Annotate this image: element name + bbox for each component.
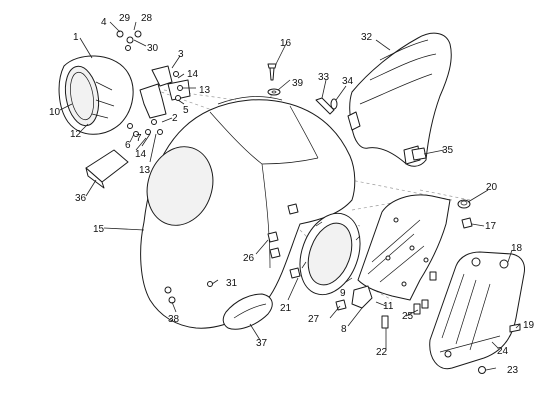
callout-7: 7: [136, 133, 142, 144]
callout-22: 22: [376, 347, 388, 358]
callout-20: 20: [486, 182, 498, 193]
callout-18: 18: [511, 243, 523, 254]
callout-14a: 14: [187, 69, 199, 80]
callout-9: 9: [340, 288, 346, 299]
callout-3: 3: [178, 49, 184, 60]
lower-bracket-cover: [85, 149, 129, 189]
headlight-bowl: [58, 55, 134, 135]
leader-lines: [59, 21, 521, 371]
callout-labels: 1 2 3 4 5 6 7 8 9 10 11 12 13 13 14 14 1…: [49, 13, 535, 376]
reflector-37: [222, 293, 273, 330]
headlight-brackets: [127, 65, 191, 137]
callout-38: 38: [168, 314, 180, 325]
callout-29: 29: [119, 13, 131, 24]
grommet-20: [457, 199, 471, 209]
callout-13b: 13: [139, 165, 151, 176]
callout-16: 16: [280, 38, 292, 49]
callout-12: 12: [70, 129, 82, 140]
callout-31: 31: [226, 278, 238, 289]
callout-23: 23: [507, 365, 519, 376]
callout-36: 36: [75, 193, 87, 204]
callout-25: 25: [402, 311, 414, 322]
callout-19: 19: [523, 320, 535, 331]
electrical-box: [429, 251, 525, 370]
washer-39: [267, 88, 281, 96]
clip-35: [411, 147, 427, 161]
nut-23: [478, 366, 486, 374]
callout-21: 21: [280, 303, 292, 314]
callout-30: 30: [147, 43, 159, 54]
callout-6: 6: [125, 140, 131, 151]
small-bracket: [351, 285, 373, 309]
mounting-bracket: [357, 194, 451, 301]
callout-4: 4: [101, 17, 107, 28]
callout-5: 5: [183, 105, 189, 116]
callout-34: 34: [342, 76, 354, 87]
callout-27: 27: [308, 314, 320, 325]
callout-37: 37: [256, 338, 268, 349]
callout-1: 1: [73, 32, 79, 43]
front-fairing-body: [140, 96, 356, 329]
callout-10: 10: [49, 107, 61, 118]
top-screws: [116, 30, 142, 51]
callout-35: 35: [442, 145, 454, 156]
callout-28: 28: [141, 13, 153, 24]
bolt-33: [315, 97, 335, 115]
callout-2: 2: [172, 113, 178, 124]
callout-32: 32: [361, 32, 373, 43]
callout-17: 17: [485, 221, 497, 232]
callout-39: 39: [292, 78, 304, 89]
trim-ring: [299, 212, 361, 296]
callout-33: 33: [318, 72, 330, 83]
spacer-34: [330, 98, 338, 110]
bolts-22-25: [381, 271, 437, 329]
callout-24: 24: [497, 346, 509, 357]
callout-8: 8: [341, 324, 347, 335]
callout-14b: 14: [135, 149, 147, 160]
rear-mudguard: [347, 32, 452, 167]
bolt-16: [267, 63, 277, 81]
callout-26: 26: [243, 253, 255, 264]
nut-17: [461, 217, 473, 229]
callout-15: 15: [93, 224, 105, 235]
callout-11: 11: [383, 301, 394, 312]
callout-13a: 13: [199, 85, 211, 96]
